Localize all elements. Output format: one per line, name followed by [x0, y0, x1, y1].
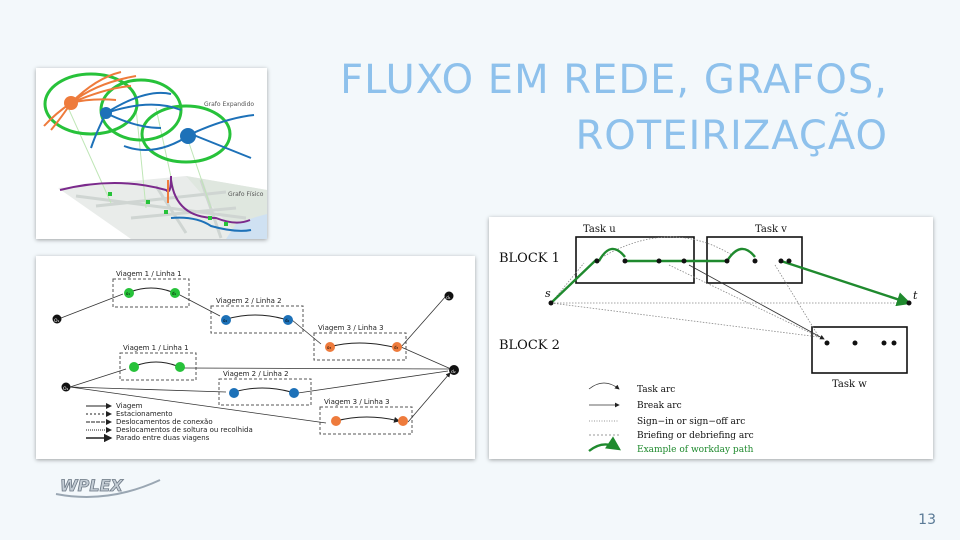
trips-diagram-figure: Viagem 1 / Linha 1 Viagem 2 / Linha 2 Vi… [36, 256, 475, 459]
orange-node [64, 96, 78, 110]
logo-text: WPLEX [60, 476, 124, 495]
slide-title-line-1: FLUXO EM REDE, GRAFOS, [340, 57, 888, 103]
task-w-label: Task w [832, 379, 867, 390]
task-w-box [811, 326, 908, 374]
node-o2: O₂ [63, 386, 69, 392]
trip-node-o2: o₂ [223, 318, 227, 323]
workday-path [550, 247, 909, 303]
wplex-logo: WPLEX [52, 474, 164, 498]
trip-box-r2-3 [319, 406, 413, 435]
blue-route [170, 216, 252, 232]
trip-label-r1-3: Viagem 3 / Linha 3 [318, 324, 384, 332]
node-d2: d₂ [451, 369, 456, 375]
node-ellipse-1 [43, 72, 139, 136]
node-d1: d₁ [446, 295, 451, 301]
purple-route [59, 175, 251, 224]
node-s-label: s [545, 287, 551, 300]
orange-arcs [43, 71, 137, 131]
depot-nodes [52, 291, 459, 392]
blue-arcs [90, 91, 255, 159]
trip-label-r2-3: Viagem 3 / Linha 3 [324, 398, 390, 406]
trip-box-r1-1 [112, 278, 190, 308]
legend-task-arc: Task arc [637, 385, 675, 395]
trip-label-r1-1: Viagem 1 / Linha 1 [116, 270, 182, 278]
node-o1: O₁ [54, 318, 60, 324]
legend-conexao: Deslocamentos de conexão [116, 418, 213, 426]
trip-label-r2-1: Viagem 1 / Linha 1 [123, 344, 189, 352]
expanded-graph-figure: Grafo Expandido Grafo Físico [36, 68, 267, 239]
label-physical-graph: Grafo Físico [228, 191, 264, 198]
slide-title: FLUXO EM REDE, GRAFOS, ROTEIRIZAÇÃO [340, 52, 888, 164]
trip-box-r2-1 [119, 352, 197, 381]
trip-node-d1: d₁ [172, 291, 177, 296]
break-arc-to-w [688, 264, 825, 340]
task-u-label: Task u [583, 224, 616, 235]
legend-parado: Parado entre duas viagens [116, 434, 210, 442]
trip-node-d2: d₂ [285, 318, 290, 323]
node-ellipse-3 [140, 104, 232, 164]
trip-arcs [129, 287, 399, 421]
legend-workday-path: Example of workday path [637, 445, 754, 455]
trip-node-o1: o₁ [126, 291, 130, 296]
trip-nodes [124, 288, 408, 426]
trips-diagram: Viagem 1 / Linha 1 Viagem 2 / Linha 2 Vi… [52, 270, 459, 443]
wplex-logo-mark: WPLEX [55, 476, 161, 498]
trip-node-o3: o₃ [327, 345, 331, 350]
trip-label-r1-2: Viagem 2 / Linha 2 [216, 297, 282, 305]
node-t-label: t [913, 289, 918, 302]
block-1-label: BLOCK 1 [499, 251, 560, 266]
task-v-label: Task v [755, 224, 787, 235]
blocks-diagram: BLOCK 1 BLOCK 2 Task u Task v Task w s t… [499, 224, 933, 455]
slide-title-line-2: ROTEIRIZAÇÃO [575, 113, 888, 159]
trip-box-r1-2 [210, 305, 304, 334]
page-number: 13 [918, 512, 936, 528]
trip-node-d3: d₃ [394, 345, 399, 350]
legend-sign-arc: Sign−in or sign−off arc [637, 417, 745, 427]
trip-label-r2-2: Viagem 2 / Linha 2 [223, 370, 289, 378]
label-expanded-graph: Grafo Expandido [204, 101, 254, 108]
legend-viagem: Viagem [116, 402, 143, 410]
graph-nodes [548, 258, 912, 346]
grey-arcs [550, 236, 909, 338]
blue-node-1 [100, 107, 112, 119]
map-water [226, 214, 267, 239]
legend-estacionamento: Estacionamento [116, 410, 173, 418]
legend-briefing-arc: Briefing or debriefing arc [637, 431, 754, 441]
legend-break-arc: Break arc [637, 401, 682, 411]
stop-markers [108, 192, 228, 226]
blocks-diagram-figure: BLOCK 1 BLOCK 2 Task u Task v Task w s t… [489, 217, 933, 459]
block-2-label: BLOCK 2 [499, 338, 560, 353]
connection-arrows [60, 293, 451, 424]
blue-node-2 [180, 128, 196, 144]
legend-soltura: Deslocamentos de soltura ou recolhida [116, 426, 253, 434]
map-streets [75, 179, 247, 239]
trips-legend: Viagem Estacionamento Deslocamentos de c… [86, 402, 253, 443]
blocks-legend: Task arc Break arc Sign−in or sign−off a… [588, 382, 754, 455]
projection-lines [65, 102, 212, 209]
trip-box-r1-3 [313, 332, 407, 361]
expanded-graph-illustration: Grafo Expandido Grafo Físico [43, 71, 267, 239]
